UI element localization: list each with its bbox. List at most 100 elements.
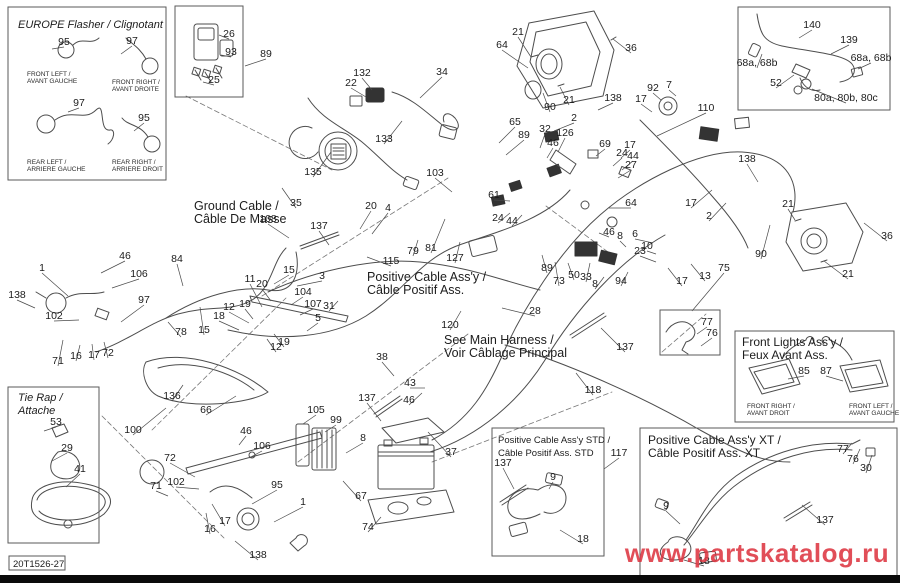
part-number: 17	[88, 349, 100, 361]
part-number: 137	[816, 514, 834, 526]
leader-line	[366, 256, 392, 267]
part-number: 17	[676, 275, 688, 287]
leader-line	[132, 407, 167, 436]
leader-line	[111, 278, 140, 289]
part-number: 104	[294, 286, 312, 298]
leader-line	[281, 187, 297, 209]
leader-line	[296, 280, 323, 287]
part-number: 74	[362, 521, 374, 533]
part-number: 1	[300, 496, 306, 508]
part-number: 72	[102, 347, 114, 359]
part-number: 9	[663, 500, 669, 512]
part-number: 108	[259, 213, 277, 225]
part-number: 64	[496, 39, 508, 51]
leader-line	[51, 452, 68, 462]
part-number: 12	[223, 301, 235, 313]
part-number: 6	[632, 228, 638, 240]
leader-line	[290, 296, 304, 306]
leader-line	[825, 375, 844, 382]
leader-line	[205, 395, 237, 416]
part-number: 11	[245, 273, 256, 285]
part-number: 29	[61, 442, 73, 454]
drawing-number: 20T1526-27	[8, 555, 66, 571]
part-number: 64	[625, 197, 637, 209]
part-number: 33	[580, 271, 592, 283]
part-number: 69	[599, 138, 611, 150]
part-number: 18	[213, 310, 225, 322]
leader-line	[51, 46, 65, 50]
leader-line	[696, 326, 708, 335]
leader-line	[656, 112, 707, 137]
part-number: 8	[592, 278, 598, 290]
leader-line	[787, 208, 796, 221]
part-number: 17	[624, 139, 636, 151]
lamp-socket-group-box	[737, 6, 891, 111]
part-number: 138	[8, 289, 26, 301]
part-number: 100	[124, 424, 142, 436]
part-number: 3	[319, 270, 325, 282]
part-number: 21	[512, 26, 524, 38]
part-number: 97	[126, 35, 138, 47]
part-number: 1	[39, 262, 45, 274]
part-number: 138	[249, 549, 267, 561]
leader-line	[598, 232, 610, 238]
leader-line	[683, 559, 705, 567]
part-number: 105	[307, 404, 325, 416]
part-number: 89	[260, 48, 272, 60]
section-label: Câble De Masse	[194, 212, 286, 226]
part-number: 79	[407, 245, 419, 257]
leader-line	[830, 44, 850, 55]
leader-line	[211, 503, 226, 527]
leader-line	[700, 337, 713, 347]
leader-line	[57, 339, 64, 367]
part-number: 94	[615, 275, 627, 287]
part-number: 26	[223, 28, 235, 40]
battery-tray	[367, 489, 455, 525]
part-number: 31	[323, 300, 335, 312]
leader-line	[634, 238, 654, 244]
leader-line	[493, 199, 511, 202]
leader-line	[434, 177, 453, 193]
leader-line	[639, 255, 657, 263]
part-number: 28	[529, 305, 541, 317]
leader-line	[65, 473, 81, 488]
leader-line	[541, 254, 548, 274]
part-number: 87	[820, 365, 832, 377]
leader-line	[350, 87, 367, 98]
leader-line	[798, 29, 813, 39]
leader-line	[273, 274, 290, 285]
leader-line	[383, 120, 403, 145]
part-number: 73	[553, 275, 565, 287]
part-number: 137	[494, 457, 512, 469]
leader-line	[199, 306, 205, 336]
leader-line	[640, 103, 653, 113]
drawing-number-text: 20T1526-27	[13, 559, 64, 570]
leader-line	[567, 262, 575, 281]
part-number: 17	[635, 93, 647, 105]
leader-line	[787, 375, 805, 380]
part-number: 68a, 68b	[737, 57, 778, 69]
part-number: 68a, 68b	[851, 52, 892, 64]
part-number: 137	[616, 341, 634, 353]
leader-line	[167, 321, 182, 338]
section-label: Ground Cable /	[194, 199, 279, 213]
leader-line	[155, 490, 169, 497]
leader-line	[708, 202, 727, 222]
leader-line	[665, 510, 681, 525]
leader-line	[756, 53, 763, 69]
leader-line	[306, 322, 319, 332]
part-number: 106	[253, 440, 271, 452]
part-number: 140	[803, 19, 821, 31]
position-label: AVANT DROITE	[112, 86, 160, 93]
box-title: Câble Positif Ass. XT	[648, 446, 761, 460]
leader-line	[690, 189, 713, 209]
part-number: 135	[304, 166, 322, 178]
section-label: Positive Cable Ass'y /	[367, 270, 487, 284]
battery-lid	[381, 417, 445, 444]
leader-line	[41, 272, 69, 297]
part-number: 9	[550, 471, 556, 483]
leader-line	[557, 137, 566, 153]
leader-line	[367, 516, 382, 533]
part-number: 25	[208, 74, 220, 86]
part-number: 16	[70, 350, 82, 362]
